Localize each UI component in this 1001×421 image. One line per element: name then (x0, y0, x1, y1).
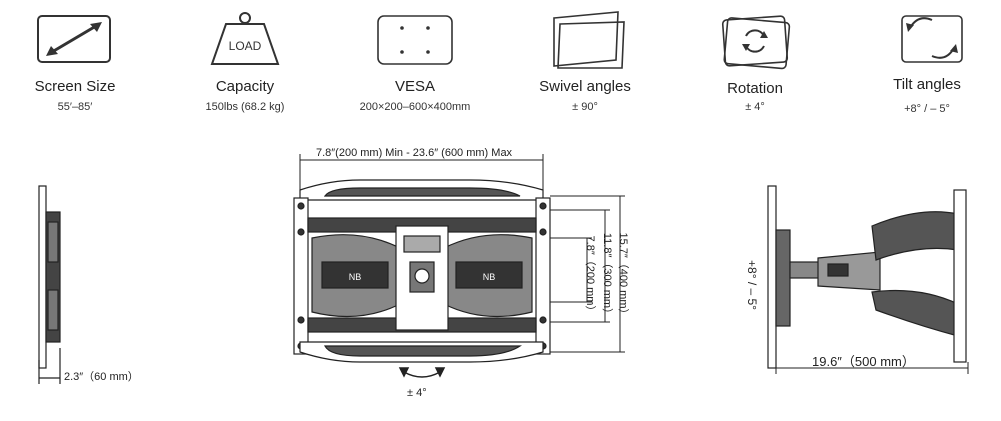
load-weight-icon: LOAD (210, 12, 280, 65)
spec-value: ± 90° (572, 101, 598, 113)
side-view-collapsed (38, 185, 61, 384)
rotation-icon (721, 15, 791, 70)
front-view: NB NB (293, 179, 551, 363)
vesa-pattern-icon (377, 15, 453, 65)
spec-title: VESA (394, 78, 436, 95)
width-label: 7.8″(200 mm) Min - 23.6″ (600 mm) Max (316, 147, 513, 159)
spec-value: +8° / – 5° (904, 103, 950, 115)
swivel-icon (553, 11, 625, 69)
spec-title: Capacity (215, 78, 275, 95)
spec-value: 55′–85′ (57, 101, 93, 113)
svg-text:NB: NB (349, 272, 362, 282)
depth-label: 2.3″（60 mm） (64, 371, 139, 383)
height-label-200: 7.8″（200 mm） (584, 235, 596, 317)
height-label-400: 15.7″（400 mm） (617, 232, 629, 320)
rotation-label: ± 4° (407, 387, 427, 399)
spec-title: Tilt angles (893, 76, 961, 93)
height-label-300: 11.8″（300 mm） (601, 232, 613, 320)
spec-value: 200×200–600×400mm (359, 101, 471, 113)
spec-title: Swivel angles (539, 78, 631, 95)
rotation-arrow-icon (398, 367, 446, 378)
tilt-label: +8° / – 5° (745, 260, 759, 310)
side-view-extended (767, 185, 969, 374)
spec-value: 150lbs (68.2 kg) (205, 101, 285, 113)
tilt-icon (901, 15, 963, 63)
svg-text:NB: NB (483, 272, 496, 282)
extension-label: 19.6″（500 mm） (812, 354, 915, 369)
diagonal-arrow-icon (37, 15, 111, 63)
width-dimension (299, 154, 544, 192)
spec-title: Screen Size (34, 78, 116, 95)
spec-value: ± 4° (745, 101, 765, 113)
spec-title: Rotation (727, 80, 783, 97)
load-icon-text: LOAD (229, 39, 262, 53)
